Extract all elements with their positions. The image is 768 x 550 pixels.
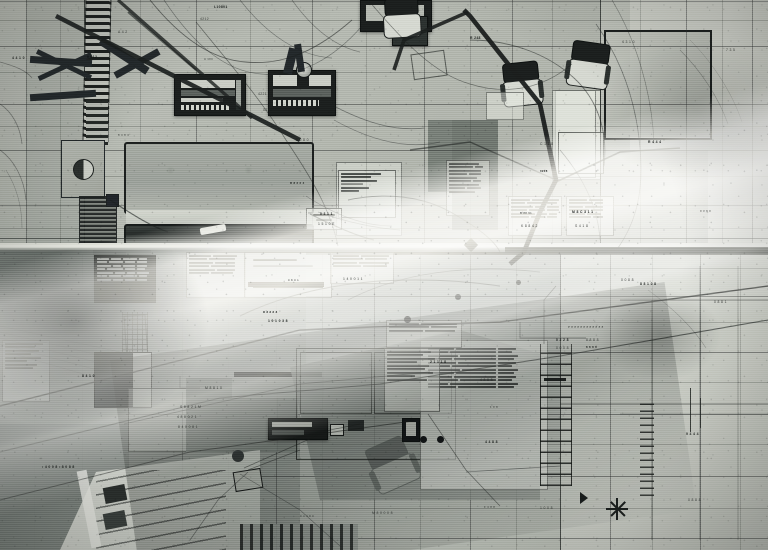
annotation-label: R 248 xyxy=(470,36,481,40)
annotation-label: 0 8 0 1 xyxy=(288,278,300,282)
annotation-label: R 8 2 2 4 xyxy=(290,181,305,185)
annotation-label: R 8 8 8 8 xyxy=(263,310,278,314)
annotation-label: 8 4 1 0 xyxy=(82,374,95,378)
annotation-label: 0 4 4 8 0 xyxy=(300,514,315,518)
annotation-label: F 4 8 8 xyxy=(484,505,496,509)
annotation-label: 0 3 9 0 xyxy=(700,209,712,213)
annotation-label: 2 1 1 1 8 xyxy=(430,360,447,364)
annotation-label: 8 4 8 4 xyxy=(118,133,130,137)
annotation-label: 1 5 1 0 E xyxy=(318,222,335,226)
annotation-label: 8 4 0 0 8 1 xyxy=(178,425,198,429)
annotation-label: 4 8 8 8 xyxy=(480,378,493,382)
annotation-label: 1 0 0 8 xyxy=(540,506,553,510)
annotation-label: L10801 xyxy=(214,5,228,9)
annotation-label: 1 4 0 0 1 1 xyxy=(343,277,363,281)
annotation-label: 0 012 xyxy=(87,55,98,59)
annotation-label: 0 0 8 8 xyxy=(621,278,634,282)
annotation-label: 4 3 1 0 xyxy=(622,40,635,44)
annotation-label: 4 4 8 8 xyxy=(485,440,498,444)
annotation-label: M 8 8 1 0 xyxy=(205,386,223,390)
annotation-label: 7 3 5 xyxy=(726,48,736,52)
annotation-label: S 8 8 2 1 M xyxy=(180,405,202,409)
annotation-label: 0 0 0 8 xyxy=(556,346,569,350)
annotation-label: 4221 xyxy=(258,92,267,96)
annotation-label: 0 2 2 8 xyxy=(556,338,569,342)
annotation-label: A 4 2 xyxy=(118,30,128,34)
annotation-label: C 1 1 8 xyxy=(540,142,554,146)
annotation-label: 4 4 1 0 xyxy=(12,56,25,60)
annotation-label: 0213 xyxy=(263,108,272,112)
annotation-label: R 4 4 4 xyxy=(648,140,662,144)
annotation-label: 9 4 4 4 xyxy=(686,432,699,436)
annotation-label: P 8 8 8 8 8 8 8 8 8 8 8 xyxy=(568,325,604,329)
annotation-label: 8 8 8 8 xyxy=(586,345,598,349)
annotation-label: 0 8 8 8 xyxy=(688,498,701,502)
annotation-label: A 104 xyxy=(204,57,213,61)
annotation-label: 8 0 8 0 xyxy=(296,138,309,142)
annotation-label: S 4 1 8 xyxy=(575,224,589,228)
annotation-label: 4 8 8 0 2 1 xyxy=(177,415,197,419)
annotation-label: 4212 xyxy=(200,17,209,21)
annotation-label: M 8 0 0 0 8 xyxy=(372,511,393,515)
annotation-label: M 8 C 3 1 1 xyxy=(572,210,594,214)
annotation-label: 8 8 1 0 8 xyxy=(640,282,657,286)
annotation-label: 0 8 8 1 xyxy=(714,300,727,304)
annotation-label: 1 0 8 xyxy=(490,405,498,409)
annotation-label: 8 8 8 8 xyxy=(586,338,599,342)
annotation-label: B 88 91 xyxy=(520,211,533,215)
annotation-label: 0228 xyxy=(540,169,548,173)
annotation-label: 0 3 1 1 xyxy=(320,212,333,216)
annotation-label: • 4 0 0 8 • 8 0 8 8 xyxy=(42,465,75,469)
annotation-label: 1 0 1 0 3 8 xyxy=(268,319,288,323)
annotation-label: K 8 8 4 2 xyxy=(521,224,538,228)
